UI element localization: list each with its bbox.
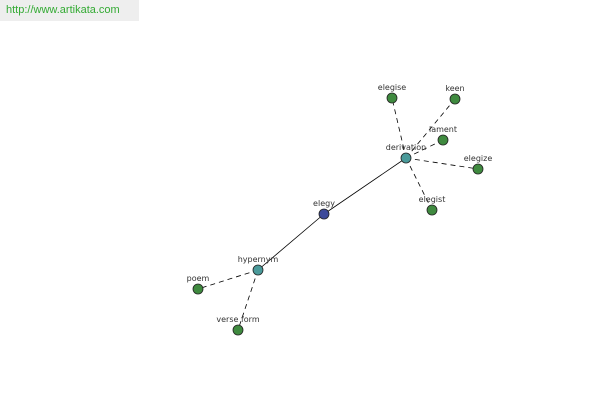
node-label: elegize: [464, 154, 493, 163]
edge-hypernym-verse-form: [237, 269, 259, 331]
edge-derivation-elegize: [405, 157, 479, 170]
node-lament[interactable]: lament: [429, 125, 457, 146]
node-label: derivation: [386, 143, 426, 152]
node-label: elegise: [378, 83, 407, 92]
node-circle[interactable]: [449, 93, 461, 105]
node-keen[interactable]: keen: [445, 84, 465, 105]
node-label: lament: [429, 125, 457, 134]
node-circle[interactable]: [192, 283, 204, 295]
node-circle[interactable]: [386, 92, 398, 104]
node-circle[interactable]: [318, 208, 330, 220]
node-elegise[interactable]: elegise: [378, 83, 407, 104]
node-derivation[interactable]: derivation: [386, 143, 426, 164]
node-circle[interactable]: [426, 204, 438, 216]
node-hypernym[interactable]: hypernym: [238, 255, 279, 276]
node-elegize[interactable]: elegize: [464, 154, 493, 175]
graph-nodes: elegise keen lament elegize elegist poem verse…: [187, 83, 493, 336]
node-verse-form[interactable]: verse form: [216, 315, 260, 336]
node-poem[interactable]: poem: [187, 274, 210, 295]
edge-derivation-keen: [405, 98, 456, 159]
source-url[interactable]: http://www.artikata.com: [0, 0, 139, 21]
edge-derivation-lament: [405, 139, 444, 159]
node-circle[interactable]: [437, 134, 449, 146]
node-elegy[interactable]: elegy: [313, 199, 335, 220]
node-label: hypernym: [238, 255, 279, 264]
node-label: elegy: [313, 199, 335, 208]
node-label: poem: [187, 274, 210, 283]
node-label: keen: [445, 84, 464, 93]
node-circle[interactable]: [472, 163, 484, 175]
node-circle[interactable]: [232, 324, 244, 336]
edge-hypernym-poem: [197, 269, 259, 290]
edge-derivation-elegise: [391, 97, 407, 159]
graph-edges: [197, 97, 479, 331]
node-label: elegist: [419, 195, 446, 204]
edge-derivation-elegist: [405, 157, 433, 211]
edge-elegy-derivation: [323, 157, 407, 215]
node-circle[interactable]: [252, 264, 264, 276]
node-elegist[interactable]: elegist: [419, 195, 446, 216]
node-circle[interactable]: [400, 152, 412, 164]
node-label: verse form: [216, 315, 259, 324]
edge-elegy-hypernym: [257, 213, 325, 271]
